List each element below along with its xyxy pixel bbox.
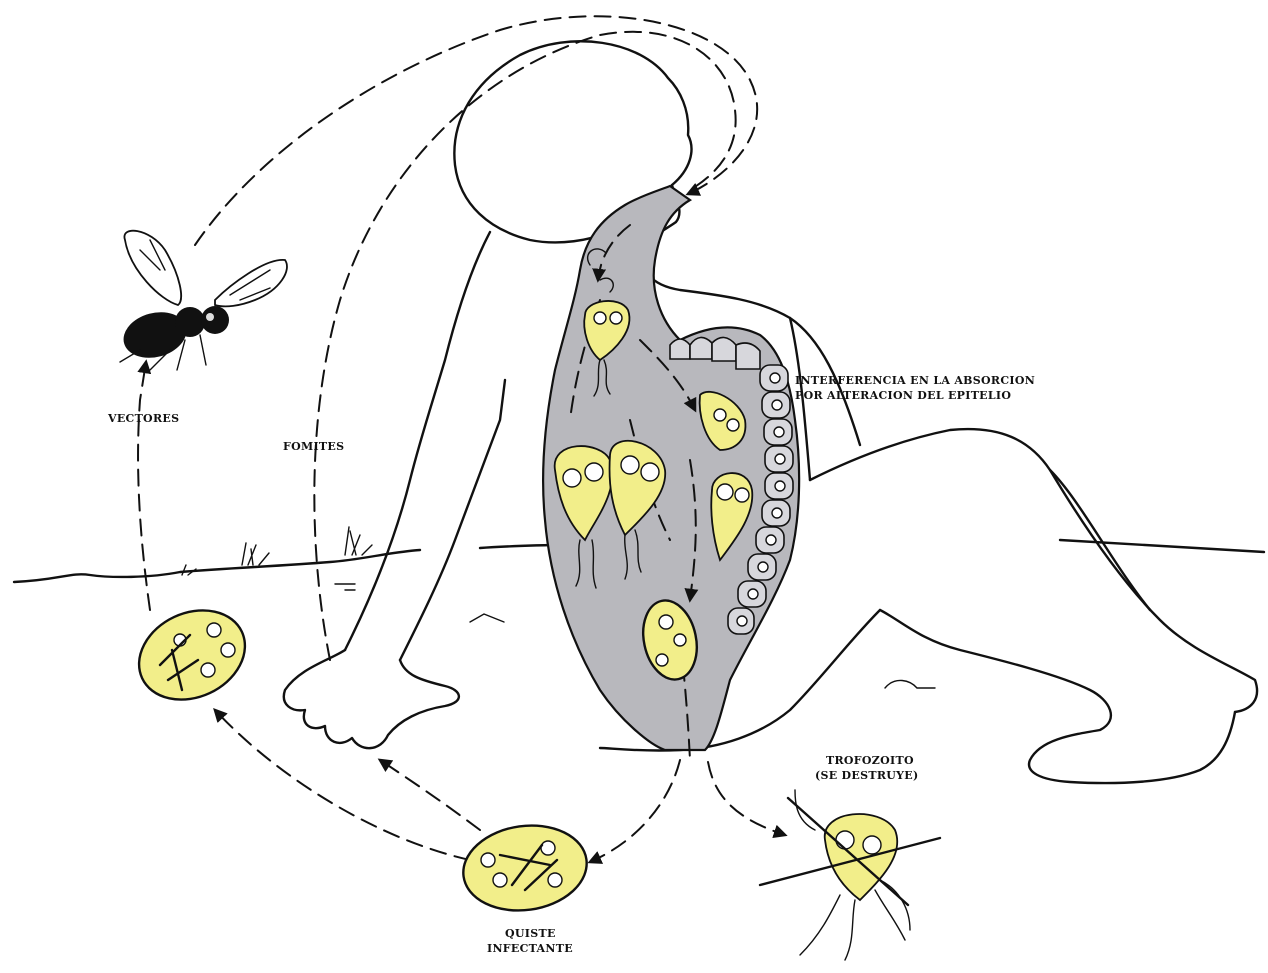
label-interferencia-line1: INTERFERENCIA EN LA ABSORCION — [795, 374, 1035, 387]
label-interferencia-line2: POR ALTERACION DEL EPITELIO — [795, 389, 1011, 402]
cyst-icon — [124, 594, 259, 717]
label-quiste-line1: QUISTE — [505, 927, 556, 940]
label-quiste-line2: INFECTANTE — [487, 942, 573, 955]
label-trofozoito-line2: (SE DESTRUYE) — [815, 769, 919, 782]
label-trofozoito-line1: TROFOZOITO — [826, 754, 914, 767]
fly-icon — [118, 231, 287, 370]
trophozoite-icon — [760, 790, 940, 960]
label-fomites: FOMITES — [283, 440, 344, 453]
label-vectores: VECTORES — [107, 412, 179, 425]
cyst-icon — [458, 818, 592, 918]
